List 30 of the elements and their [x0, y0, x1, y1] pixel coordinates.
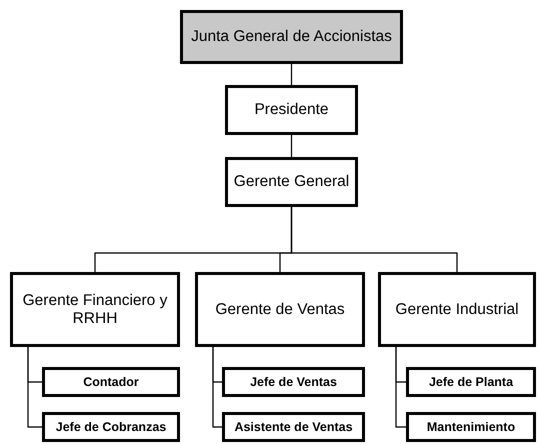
- shareholders-box: [180, 10, 403, 64]
- position-title: Gerente de Ventas: [214, 300, 346, 318]
- position-box: [42, 367, 180, 397]
- position-title: Jefe de Ventas: [249, 374, 338, 390]
- position-title: Presidente: [253, 101, 330, 119]
- position-title: Gerente Financiero y RRHH: [22, 292, 168, 328]
- position-title: Junta General de Accionistas: [190, 28, 393, 46]
- position-box: [195, 272, 365, 347]
- position-box: [406, 412, 536, 442]
- position-box: [378, 272, 536, 347]
- connector-line: [395, 347, 406, 428]
- position-title: Asistente de Ventas: [233, 420, 354, 434]
- position-box: [225, 85, 358, 135]
- position-box: [222, 412, 365, 442]
- connector-line: [27, 347, 42, 428]
- position-title: Jefe de Planta: [428, 374, 514, 390]
- position-title: Gerente General: [232, 173, 350, 191]
- position-box: [406, 367, 536, 397]
- position-box: [42, 412, 180, 442]
- position-title: Jefe de Cobranzas: [54, 420, 168, 434]
- position-box: [222, 367, 365, 397]
- connector-line: [290, 135, 292, 157]
- position-title: Gerente Industrial: [394, 300, 520, 318]
- position-box: [10, 272, 180, 347]
- connector-line: [290, 64, 292, 85]
- position-box: [225, 157, 358, 207]
- connector-line: [212, 347, 222, 428]
- position-title: Mantenimiento: [426, 420, 516, 434]
- position-title: Contador: [82, 374, 140, 390]
- connector-line: [290, 207, 458, 272]
